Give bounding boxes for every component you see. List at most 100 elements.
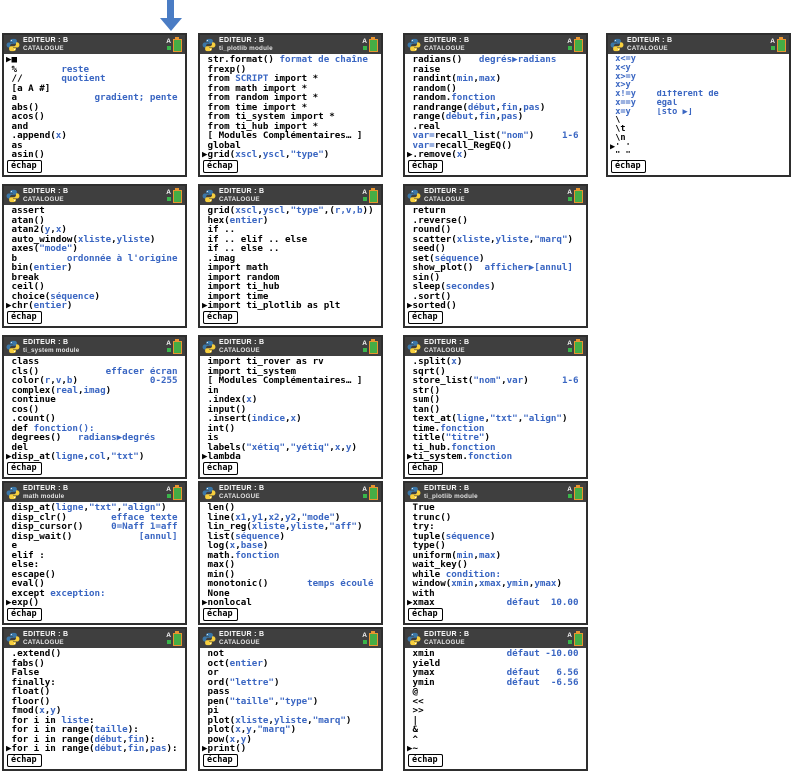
catalog-entry[interactable]: store_list("nom",var) 1-6 [407, 376, 584, 386]
catalog-entry[interactable]: time.fonction [407, 424, 584, 434]
catalog-entry[interactable]: .extend() [6, 649, 183, 659]
catalog-entry[interactable]: // quotient [6, 74, 183, 84]
catalog-entry[interactable]: & [407, 725, 584, 735]
catalog-entry[interactable]: random.fonction [407, 93, 584, 103]
catalog-entry[interactable]: [ Modules Complémentaires… ] [202, 131, 379, 141]
catalog-entry[interactable]: ord("lettre") [202, 678, 379, 688]
catalog-entry[interactable]: import time [202, 292, 379, 302]
catalog-entry[interactable]: ▶for i in range(début,fin,pas): [6, 744, 183, 754]
catalog-entry[interactable]: del [6, 443, 183, 453]
catalog-entry[interactable]: \n [610, 134, 787, 143]
catalog-entry[interactable]: ▶ti_system.fonction [407, 452, 584, 462]
catalog-entry[interactable]: disp_clr() efface texte [6, 513, 183, 523]
catalog-entry[interactable]: >> [407, 706, 584, 716]
catalog-entry[interactable]: log(x,base) [202, 541, 379, 551]
catalog-entry[interactable]: max() [202, 560, 379, 570]
escape-button[interactable]: échap [408, 462, 443, 475]
catalog-entry[interactable]: yield [407, 659, 584, 669]
catalog-entry[interactable]: global [202, 141, 379, 151]
catalog-entry[interactable]: class [6, 357, 183, 367]
catalog-entry[interactable]: axes("mode") [6, 244, 183, 254]
catalog-entry[interactable]: from ti_hub import * [202, 122, 379, 132]
catalog-entry[interactable]: for i in liste: [6, 716, 183, 726]
catalog-entry[interactable]: .imag [202, 254, 379, 264]
catalog-entry[interactable]: % reste [6, 65, 183, 75]
catalog-entry[interactable]: oct(entier) [202, 659, 379, 669]
catalog-entry[interactable]: seed() [407, 244, 584, 254]
catalog-entry[interactable]: ▶print() [202, 744, 379, 754]
catalog-entry[interactable]: round() [407, 225, 584, 235]
catalog-entry[interactable]: fmod(x,y) [6, 706, 183, 716]
catalog-entry[interactable]: asin() [6, 150, 183, 160]
catalog-entry[interactable]: from time import * [202, 103, 379, 113]
catalog-entry[interactable]: type() [407, 541, 584, 551]
catalog-entry[interactable]: hex(entier) [202, 216, 379, 226]
catalog-entry[interactable]: from math import * [202, 84, 379, 94]
catalog-entry[interactable]: list(séquence) [202, 532, 379, 542]
catalog-entry[interactable]: @ [407, 687, 584, 697]
catalog-entry[interactable]: is [202, 433, 379, 443]
catalog-entry[interactable]: var=recall_list("nom") 1-6 [407, 131, 584, 141]
catalog-entry[interactable]: frexp() [202, 65, 379, 75]
catalog-entry[interactable]: pass [202, 687, 379, 697]
catalog-entry[interactable]: pow(x,y) [202, 735, 379, 745]
catalog-entry[interactable]: from SCRIPT import * [202, 74, 379, 84]
catalog-entry[interactable]: break [6, 273, 183, 283]
catalog-entry[interactable]: str.format() format de chaîne [202, 55, 379, 65]
catalog-entry[interactable]: tan() [407, 405, 584, 415]
catalog-entry[interactable]: disp_wait() [annul] [6, 532, 183, 542]
catalog-entry[interactable]: [ Modules Complémentaires… ] [202, 376, 379, 386]
catalog-entry[interactable]: lin_reg(xliste,yliste,"aff") [202, 522, 379, 532]
catalog-entry[interactable]: randrange(début,fin,pas) [407, 103, 584, 113]
catalog-entry[interactable]: text_at(ligne,"txt","align") [407, 414, 584, 424]
catalog-entry[interactable]: scatter(xliste,yliste,"marq") [407, 235, 584, 245]
catalog-entry[interactable]: ▶~ [407, 744, 584, 754]
escape-button[interactable]: échap [203, 608, 238, 621]
escape-button[interactable]: échap [7, 608, 42, 621]
catalog-entry[interactable]: plot(xliste,yliste,"marq") [202, 716, 379, 726]
catalog-entry[interactable]: from random import * [202, 93, 379, 103]
escape-button[interactable]: échap [408, 311, 443, 324]
escape-button[interactable]: échap [408, 160, 443, 173]
escape-button[interactable]: échap [7, 462, 42, 475]
catalog-entry[interactable]: floor() [6, 697, 183, 707]
catalog-entry[interactable]: atan() [6, 216, 183, 226]
catalog-entry[interactable]: window(xmin,xmax,ymin,ymax) [407, 579, 584, 589]
catalog-entry[interactable]: from ti_system import * [202, 112, 379, 122]
escape-button[interactable]: échap [203, 311, 238, 324]
catalog-entry[interactable]: .real [407, 122, 584, 132]
catalog-entry[interactable]: ▶exp() [6, 598, 183, 608]
catalog-entry[interactable]: ti_hub.fonction [407, 443, 584, 453]
catalog-entry[interactable]: b ordonnée à l'origine [6, 254, 183, 264]
catalog-entry[interactable]: ▶■ [6, 55, 183, 65]
catalog-entry[interactable]: grid(xscl,yscl,"type",(r,v,b)) [202, 206, 379, 216]
catalog-entry[interactable]: input() [202, 405, 379, 415]
catalog-entry[interactable]: ▶disp_at(ligne,col,"txt") [6, 452, 183, 462]
catalog-entry[interactable]: import math [202, 263, 379, 273]
catalog-entry[interactable]: sleep(secondes) [407, 282, 584, 292]
catalog-entry[interactable]: ▶nonlocal [202, 598, 379, 608]
catalog-entry[interactable]: ymax défaut 6.56 [407, 668, 584, 678]
catalog-entry[interactable]: ▶grid(xscl,yscl,"type") [202, 150, 379, 160]
catalog-entry[interactable]: str() [407, 386, 584, 396]
catalog-entry[interactable]: auto_window(xliste,yliste) [6, 235, 183, 245]
catalog-entry[interactable]: sum() [407, 395, 584, 405]
catalog-entry[interactable]: fabs() [6, 659, 183, 669]
catalog-entry[interactable]: while condition: [407, 570, 584, 580]
catalog-entry[interactable]: atan2(y,x) [6, 225, 183, 235]
catalog-entry[interactable]: random() [407, 84, 584, 94]
catalog-entry[interactable]: plot(x,y,"marq") [202, 725, 379, 735]
catalog-entry[interactable]: def fonction(): [6, 424, 183, 434]
catalog-entry[interactable]: labels("xétiq","yétiq",x,y) [202, 443, 379, 453]
catalog-entry[interactable]: choice(séquence) [6, 292, 183, 302]
catalog-entry[interactable]: abs() [6, 103, 183, 113]
catalog-entry[interactable]: [a À #] [6, 84, 183, 94]
catalog-entry[interactable]: cls() effacer écran [6, 367, 183, 377]
catalog-entry[interactable]: pen("taille","type") [202, 697, 379, 707]
catalog-entry[interactable]: float() [6, 687, 183, 697]
catalog-entry[interactable]: ▶lambda [202, 452, 379, 462]
catalog-entry[interactable]: True [407, 503, 584, 513]
catalog-entry[interactable]: x=y [sto ▶] [610, 108, 787, 117]
catalog-entry[interactable]: and [6, 122, 183, 132]
escape-button[interactable]: échap [408, 608, 443, 621]
